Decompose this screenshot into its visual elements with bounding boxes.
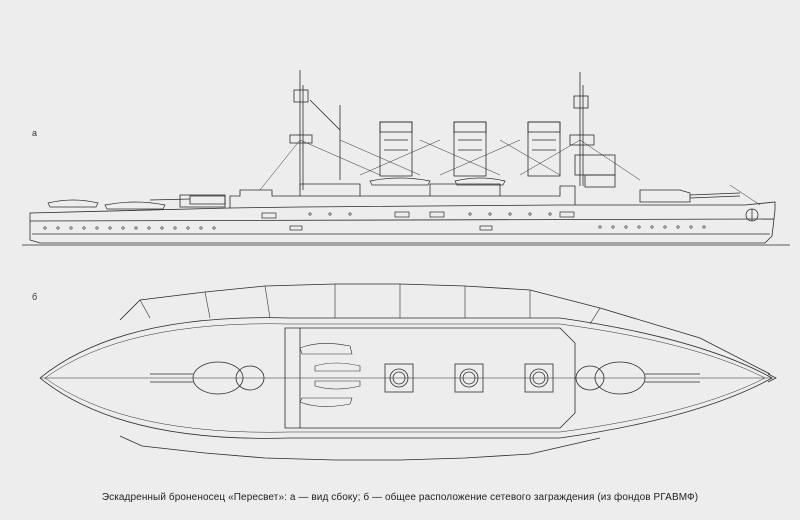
portholes — [43, 212, 706, 230]
view-label-a: а — [32, 128, 38, 138]
hull-outline — [29, 201, 776, 244]
side-view-drawing — [22, 70, 790, 246]
aft-turret — [149, 195, 226, 205]
rigging — [259, 139, 761, 206]
torpedo-net-boundary — [119, 283, 771, 375]
forward-turret-plan — [575, 361, 700, 395]
funnel-plan — [384, 363, 554, 393]
plan-view-drawing — [39, 283, 777, 461]
superstructure-plan — [284, 327, 576, 429]
boats-plan — [299, 343, 361, 407]
aft-turret-plan — [150, 361, 265, 395]
anchor-icon — [745, 208, 759, 222]
aft-mast — [289, 70, 341, 190]
superstructure — [229, 185, 576, 208]
forward-mast — [569, 72, 616, 188]
view-label-b: б — [32, 292, 38, 302]
funnels — [379, 121, 561, 177]
casemate-guns — [261, 211, 575, 231]
bow-tip-icon — [767, 373, 777, 383]
forward-turret — [639, 189, 741, 203]
boats — [47, 177, 506, 210]
figure-caption: Эскадренный броненосец «Пересвет»: а — в… — [101, 492, 699, 503]
